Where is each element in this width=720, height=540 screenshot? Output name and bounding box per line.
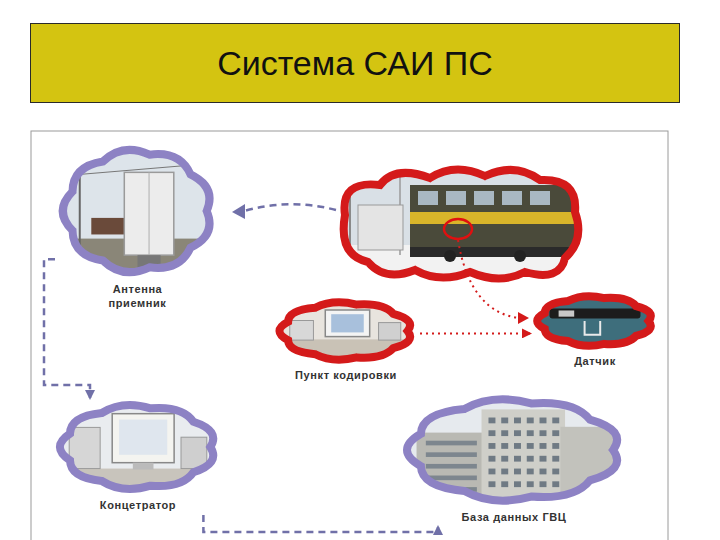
node-caption: Концетратор	[98, 499, 178, 513]
train-photo	[330, 160, 590, 290]
node-caption: База данных ГВЦ	[460, 511, 569, 525]
flow-arrow	[420, 332, 530, 334]
cloud-node: Датчик	[530, 290, 660, 371]
cloud-outline	[537, 296, 651, 346]
cloud-node: Концетратор	[52, 398, 224, 515]
cloud-outline	[407, 399, 617, 500]
node-caption: Пункт кодировки	[293, 369, 399, 383]
node-caption: Датчик	[572, 355, 618, 369]
sensor-highlight	[444, 219, 472, 239]
sensor-link-arrow	[458, 240, 519, 318]
title-holder: Система САИ ПС	[30, 23, 680, 103]
title-text: Система САИ ПС	[217, 44, 493, 83]
cloud-outline	[60, 405, 213, 489]
arrow-head	[232, 204, 245, 219]
flow-arrow	[203, 515, 438, 532]
cloud-photo	[52, 398, 224, 496]
arrow-head	[518, 312, 529, 324]
cloud-outline	[279, 302, 410, 359]
cloud-node: Пункт кодировки	[272, 296, 420, 385]
cloud-photo	[530, 290, 660, 352]
cloud-node: База данных ГВЦ	[398, 392, 630, 527]
node-caption: Антенна приемник	[96, 283, 180, 311]
cloud-photo	[272, 296, 420, 366]
cloud-outline	[63, 150, 210, 272]
cloud-outline	[344, 169, 579, 278]
radio-link-arrow	[244, 204, 336, 211]
flow-arrow	[44, 259, 90, 398]
cloud-node: Антенна приемник	[55, 142, 220, 313]
panel-frame	[31, 131, 668, 540]
cloud-photo	[398, 392, 630, 508]
cloud-photo	[55, 142, 220, 280]
